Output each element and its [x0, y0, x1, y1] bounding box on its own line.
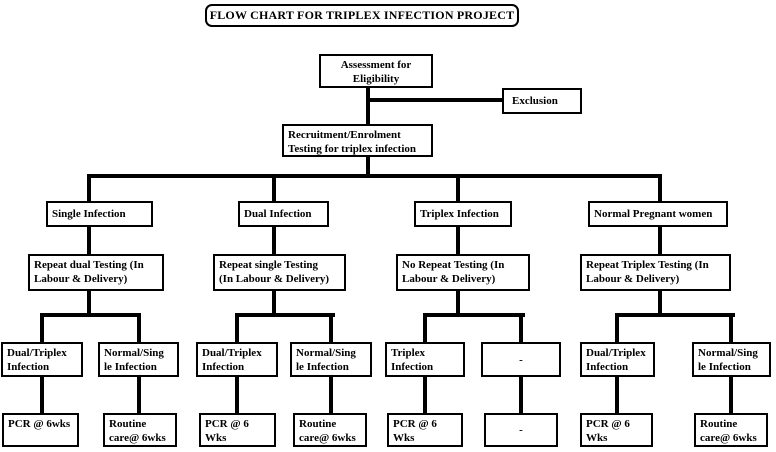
branch-2-action-left: PCR @ 6 Wks: [199, 413, 276, 447]
connector: [456, 174, 460, 203]
branch-4-action-right: Routine care@ 6wks: [694, 413, 768, 447]
connector: [423, 313, 525, 317]
branch-3-action-left: PCR @ 6 Wks: [387, 413, 463, 447]
branch-3-repeat-testing: No Repeat Testing (In Labour & Delivery): [396, 254, 530, 291]
connector: [329, 313, 333, 344]
connector: [235, 376, 239, 414]
branch-2-outcome-right: Normal/Sing le Infection: [290, 342, 372, 377]
branch-2-header: Dual Infection: [238, 201, 329, 227]
branch-1-action-left: PCR @ 6wks: [2, 413, 79, 447]
chart-title: FLOW CHART FOR TRIPLEX INFECTION PROJECT: [205, 4, 519, 27]
connector-exclusion: [368, 98, 503, 102]
connector: [235, 313, 239, 344]
exclusion-box: Exclusion: [502, 88, 582, 114]
connector: [658, 227, 662, 255]
connector: [729, 376, 733, 414]
connector: [423, 376, 427, 414]
connector: [456, 290, 460, 315]
connector: [87, 290, 91, 315]
connector: [272, 290, 276, 315]
assessment-box: Assessment for Eligibility: [319, 54, 433, 88]
branch-1-header: Single Infection: [46, 201, 153, 227]
branch-4-repeat-testing: Repeat Triplex Testing (In Labour & Deli…: [580, 254, 731, 291]
connector: [456, 227, 460, 255]
connector: [615, 313, 735, 317]
branch-1-outcome-right: Normal/Sing le Infection: [98, 342, 179, 377]
branch-3-action-right: -: [484, 413, 558, 447]
splitter-bar: [87, 174, 662, 178]
branch-2-repeat-testing: Repeat single Testing (In Labour & Deliv…: [213, 254, 346, 291]
branch-2-outcome-left: Dual/Triplex Infection: [196, 342, 278, 377]
connector: [272, 174, 276, 203]
branch-1-action-right: Routine care@ 6wks: [103, 413, 177, 447]
connector: [729, 313, 733, 344]
connector-recruitment-splitter: [366, 156, 370, 176]
branch-2-action-right: Routine care@ 6wks: [293, 413, 367, 447]
connector: [87, 227, 91, 255]
connector: [87, 174, 91, 203]
connector: [658, 290, 662, 315]
connector: [519, 313, 523, 344]
branch-4-header: Normal Pregnant women: [588, 201, 728, 227]
connector: [137, 313, 141, 344]
connector: [423, 313, 427, 344]
connector: [137, 376, 141, 414]
connector: [40, 376, 44, 414]
connector-assessment-recruitment: [366, 86, 370, 126]
branch-3-outcome-left: Triplex Infection: [385, 342, 465, 377]
connector: [615, 376, 619, 414]
connector: [329, 376, 333, 414]
branch-3-outcome-right: -: [481, 342, 561, 377]
connector: [272, 227, 276, 255]
connector: [658, 174, 662, 203]
branch-3-header: Triplex Infection: [414, 201, 512, 227]
recruitment-box: Recruitment/Enrolment Testing for triple…: [282, 124, 433, 157]
connector: [615, 313, 619, 344]
branch-1-outcome-left: Dual/Triplex Infection: [1, 342, 83, 377]
branch-4-outcome-left: Dual/Triplex Infection: [580, 342, 655, 377]
connector: [40, 313, 44, 344]
branch-1-repeat-testing: Repeat dual Testing (In Labour & Deliver…: [28, 254, 164, 291]
branch-4-outcome-right: Normal/Sing le Infection: [692, 342, 771, 377]
connector: [40, 313, 141, 317]
connector: [235, 313, 335, 317]
branch-4-action-left: PCR @ 6 Wks: [580, 413, 653, 447]
connector: [519, 376, 523, 414]
